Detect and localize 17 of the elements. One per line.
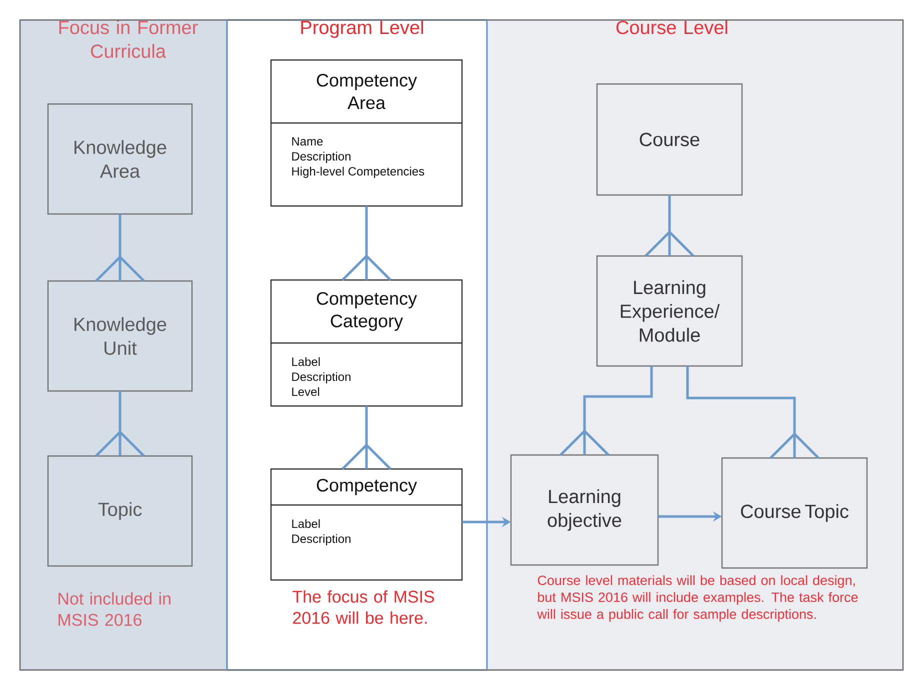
entity-box: Course Topic: [721, 457, 868, 569]
entity-box: Learning objective: [510, 454, 659, 566]
connector: [94, 212, 146, 282]
class-box: Competency Area Name Description High-level Competencies: [270, 59, 463, 207]
connector: [341, 404, 392, 470]
connector: [94, 390, 146, 458]
class-box: Competency Label Description: [270, 468, 463, 581]
connector: [644, 194, 695, 258]
entity-box: Learning Experience/ Module: [596, 255, 743, 367]
entity-box: Knowledge Area: [47, 103, 193, 215]
entity-box: Topic: [47, 455, 193, 567]
entity-box: Course: [596, 83, 743, 196]
entity-box: Knowledge Unit: [47, 280, 193, 392]
class-box: Competency Category Label Description Level: [270, 279, 463, 407]
connector: [341, 204, 392, 282]
connector: [686, 364, 820, 460]
connector: [559, 364, 653, 456]
